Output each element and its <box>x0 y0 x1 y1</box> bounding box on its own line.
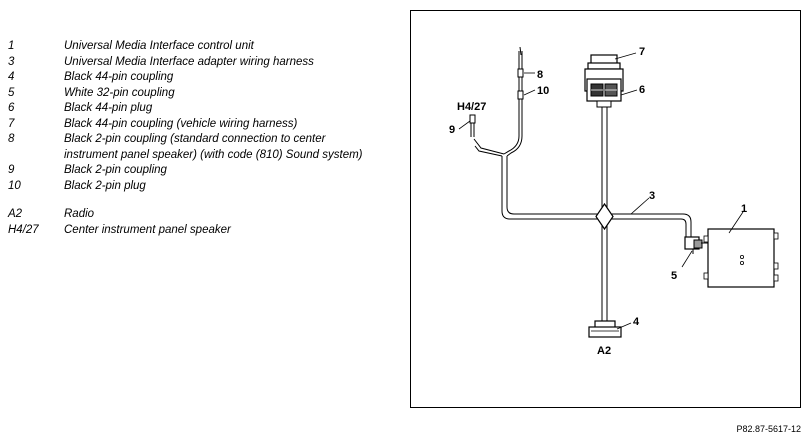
legend-description: Black 44-pin coupling <box>64 71 174 83</box>
legend-item: 8 Black 2-pin coupling (standard connect… <box>8 132 403 163</box>
legend-description: Black 2-pin plug <box>64 179 146 192</box>
plug-6-icon <box>584 68 624 108</box>
callout-7: 7 <box>639 46 645 58</box>
legend-item: H4/27 Center instrument panel speaker <box>8 223 403 239</box>
legend-description: Black 44-pin plug <box>64 102 153 114</box>
callout-3: 3 <box>649 190 655 202</box>
harness-trunk <box>601 106 608 329</box>
adapter-harness <box>501 156 692 239</box>
legend-description: White 32-pin coupling <box>64 86 175 99</box>
legend-number: 10 <box>8 179 21 192</box>
legend-item: 6 Black 44-pin plug <box>8 101 403 117</box>
callout-6: 6 <box>639 84 645 96</box>
legend-item: A2 Radio <box>8 207 403 223</box>
figure-reference: P82.87-5617-12 <box>736 424 801 434</box>
parts-legend: 1 Universal Media Interface control unit… <box>8 39 403 238</box>
legend-number: 1 <box>8 40 15 52</box>
legend-code: A2 <box>8 208 23 220</box>
legend-description: Center instrument panel speaker <box>64 223 231 236</box>
label-a2: A2 <box>597 345 611 357</box>
control-unit-1-icon <box>701 228 779 288</box>
coupling-9-icon <box>469 114 476 124</box>
callout-4: 4 <box>633 316 640 328</box>
legend-description: Radio <box>64 208 95 220</box>
legend-item: 3 Universal Media Interface adapter wiri… <box>8 55 403 71</box>
legend-number: 7 <box>8 117 15 130</box>
legend-item: 10 Black 2-pin plug <box>8 179 403 195</box>
coupling-4-icon <box>588 320 622 338</box>
callout-1: 1 <box>741 203 747 215</box>
coupling-8-icon <box>517 46 524 78</box>
legend-description: Universal Media Interface adapter wiring… <box>64 55 314 68</box>
legend-description: Black 2-pin coupling (standard connectio… <box>64 133 363 161</box>
legend-number: 9 <box>8 164 15 176</box>
callout-leaders <box>458 52 744 330</box>
legend-item: 9 Black 2-pin coupling <box>8 163 403 179</box>
legend-number: 5 <box>8 86 15 99</box>
wiring-diagram: 7 6 8 10 H4/27 9 3 1 5 4 A2 <box>449 46 779 357</box>
callout-8: 8 <box>537 69 543 81</box>
legend-number: 6 <box>8 102 15 114</box>
legend-number: 3 <box>8 55 15 68</box>
legend-description: Black 44-pin coupling (vehicle wiring ha… <box>64 117 298 130</box>
plug-10-icon <box>517 90 524 100</box>
legend-item: 1 Universal Media Interface control unit <box>8 39 403 55</box>
legend-number: 8 <box>8 133 15 145</box>
legend-item: 4 Black 44-pin coupling <box>8 70 403 86</box>
wiring-diagram-frame: 7 6 8 10 H4/27 9 3 1 5 4 A2 <box>410 10 801 408</box>
label-h4-27: H4/27 <box>457 101 486 113</box>
legend-description: Universal Media Interface control unit <box>64 40 254 52</box>
coupling-5-icon <box>684 236 703 254</box>
coupling-7-icon <box>587 54 621 70</box>
legend-description: Black 2-pin coupling <box>64 164 167 176</box>
legend-code: H4/27 <box>8 223 39 236</box>
legend-spacer <box>8 194 403 207</box>
callout-10: 10 <box>537 85 549 97</box>
callout-5: 5 <box>671 270 677 282</box>
legend-number: 4 <box>8 71 15 83</box>
callout-9: 9 <box>449 124 455 136</box>
legend-item: 7 Black 44-pin coupling (vehicle wiring … <box>8 117 403 133</box>
legend-item: 5 White 32-pin coupling <box>8 86 403 102</box>
